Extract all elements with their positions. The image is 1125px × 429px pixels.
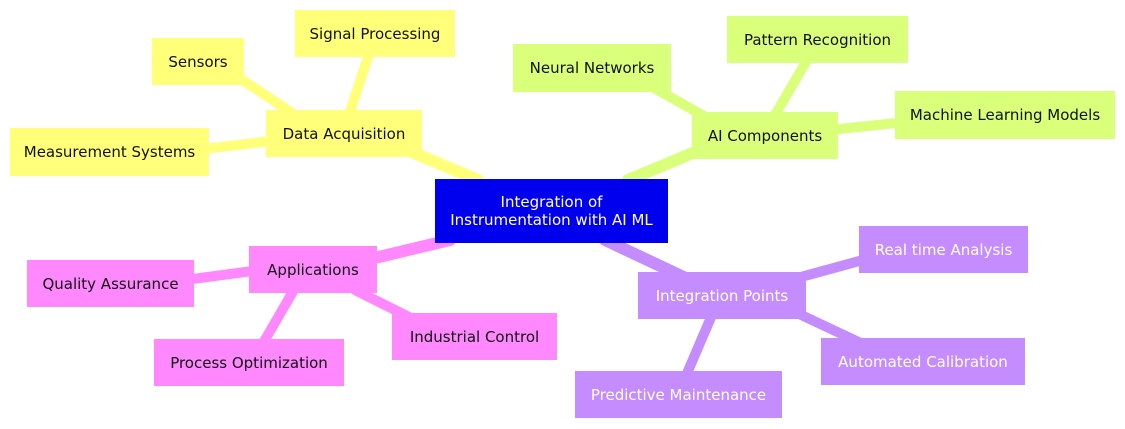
edge-data-acquisition-signal-processing (343, 40, 377, 123)
node-signal-processing: Signal Processing (295, 10, 455, 57)
branch-data-acquisition: Data Acquisition (266, 110, 422, 157)
node-measurement-systems: Measurement Systems (10, 128, 209, 176)
node-automated-calibration: Automated Calibration (821, 338, 1025, 385)
branch-integration-points: Integration Points (638, 272, 806, 319)
edge-applications-process-optimization (257, 283, 300, 350)
edge-ai-components-pattern-recognition (770, 50, 815, 120)
node-industrial-control: Industrial Control (392, 313, 557, 360)
edge-integration-points-predictive-maintenance (680, 310, 717, 383)
node-sensors: Sensors (152, 38, 244, 85)
node-neural-networks: Neural Networks (513, 44, 671, 92)
node-real-time-analysis: Real time Analysis (859, 226, 1028, 273)
edge-applications-quality-assurance (180, 265, 265, 285)
node-process-optimization: Process Optimization (154, 339, 344, 386)
root-node: Integration of Instrumentation with AI M… (435, 179, 668, 243)
branch-applications: Applications (249, 246, 377, 293)
node-machine-learning-models: Machine Learning Models (895, 91, 1115, 139)
node-predictive-maintenance: Predictive Maintenance (575, 371, 782, 418)
edge-data-acquisition-measurement-systems (190, 135, 285, 155)
branch-ai-components: AI Components (692, 112, 838, 159)
edge-ai-components-machine-learning-models (825, 117, 910, 135)
node-pattern-recognition: Pattern Recognition (727, 16, 908, 63)
node-quality-assurance: Quality Assurance (27, 260, 194, 307)
